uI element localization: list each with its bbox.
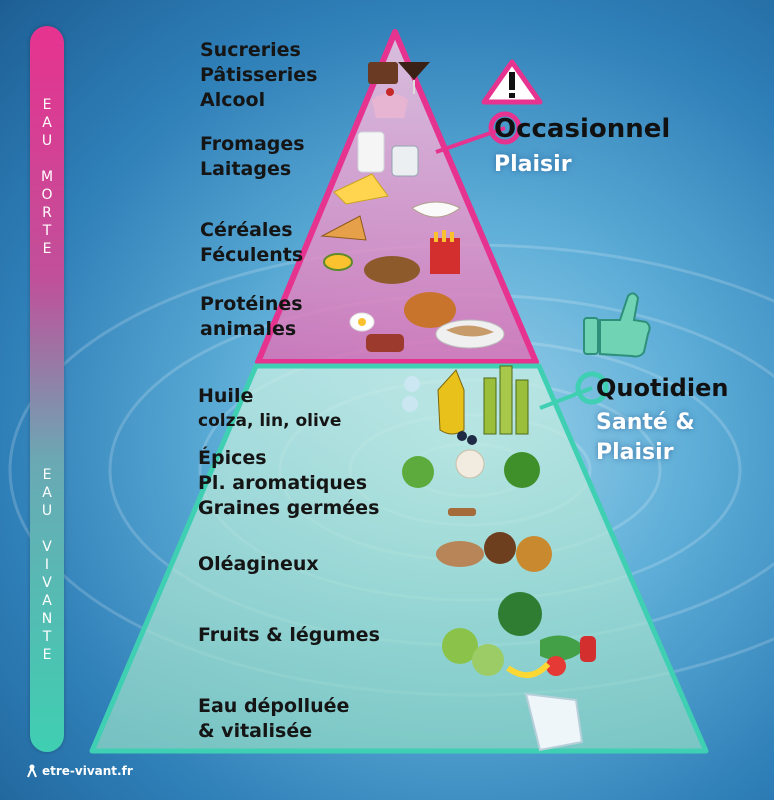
bottomWord-letter: V: [42, 539, 52, 555]
site-logo-text: etre-vivant.fr: [42, 764, 133, 778]
person-icon: [27, 764, 37, 778]
daily-title: Quotidien: [596, 374, 729, 402]
tier-sweets-line-3: Alcool: [200, 89, 266, 111]
tier-fruits-line-1: Fruits & légumes: [198, 624, 380, 646]
water-jar-illustration: [524, 692, 584, 752]
spices-illustration: [402, 431, 540, 516]
tier-cereals-label: Céréales Féculents: [200, 218, 303, 268]
occasional-subtitle: Plaisir: [494, 152, 572, 177]
bottomWord-letter: V: [42, 575, 52, 591]
tier-nuts-line-1: Oléagineux: [198, 553, 319, 575]
tier-water-label: Eau dépolluée & vitalisée: [198, 694, 349, 744]
daily-subtitle-2: Plaisir: [596, 440, 674, 465]
tier-water-line-1: Eau dépolluée: [198, 695, 350, 717]
tier-nuts-label: Oléagineux: [198, 552, 319, 577]
sweets-illustration: [368, 62, 430, 118]
topWord-letter: E: [42, 97, 52, 113]
daily-subtitle-1: Santé &: [596, 410, 695, 435]
warning-icon: [481, 59, 543, 105]
tier-proteins-line-1: Protéines: [200, 293, 303, 315]
bottomWord-letter: E: [42, 647, 52, 663]
topWord-letter: T: [42, 223, 52, 239]
thumbs-up-icon: [583, 292, 651, 358]
tier-sweets-label: Sucreries Pâtisseries Alcool: [200, 38, 317, 113]
bottomWord-letter: A: [42, 485, 52, 501]
bottomWord-letter: U: [41, 503, 53, 519]
tier-dairy-line-1: Fromages: [200, 133, 305, 155]
bottomWord-letter: I: [44, 557, 50, 573]
tier-spices-label: Épices Pl. aromatiques Graines germées: [198, 446, 379, 521]
tier-spices-line-1: Épices: [198, 447, 267, 469]
dairy-illustration: [333, 131, 419, 205]
tier-oil-line-1: Huile: [198, 385, 254, 407]
bottomWord-letter: N: [41, 611, 53, 627]
tier-water-line-2: & vitalisée: [198, 720, 313, 742]
proteins-illustration: [349, 292, 505, 352]
cereals-illustration: [320, 201, 461, 284]
topWord-letter: O: [41, 187, 53, 203]
occasional-title: Occasionnel: [494, 114, 671, 144]
topWord-letter: R: [42, 205, 52, 221]
tier-oil-line-2: colza, lin, olive: [198, 411, 342, 431]
tier-spices-line-3: Graines germées: [198, 497, 380, 519]
tier-proteins-label: Protéines animales: [200, 292, 303, 342]
bottomWord-letter: T: [42, 629, 52, 645]
tier-oil-label: Huile colza, lin, olive: [198, 384, 341, 434]
bottomWord-letter: A: [42, 593, 52, 609]
topWord-letter: M: [40, 169, 54, 185]
tier-cereals-line-1: Céréales: [200, 219, 293, 241]
nuts-illustration: [436, 532, 552, 572]
topWord-letter: E: [42, 241, 52, 257]
bottomWord-letter: E: [42, 467, 52, 483]
oil-illustration: [402, 365, 529, 435]
tier-sweets-line-1: Sucreries: [200, 39, 301, 61]
tier-dairy-line-2: Laitages: [200, 158, 292, 180]
tier-cereals-line-2: Féculents: [200, 244, 304, 266]
tier-dairy-label: Fromages Laitages: [200, 132, 305, 182]
site-logo[interactable]: etre-vivant.fr: [26, 764, 133, 778]
tier-sweets-line-2: Pâtisseries: [200, 64, 318, 86]
tier-proteins-line-2: animales: [200, 318, 297, 340]
topWord-letter: A: [42, 115, 52, 131]
tier-spices-line-2: Pl. aromatiques: [198, 472, 368, 494]
topWord-letter: U: [41, 133, 53, 149]
tier-fruits-label: Fruits & légumes: [198, 623, 380, 648]
fruits-vegetables-illustration: [442, 592, 596, 678]
occasional-tier-triangle: [255, 29, 539, 365]
